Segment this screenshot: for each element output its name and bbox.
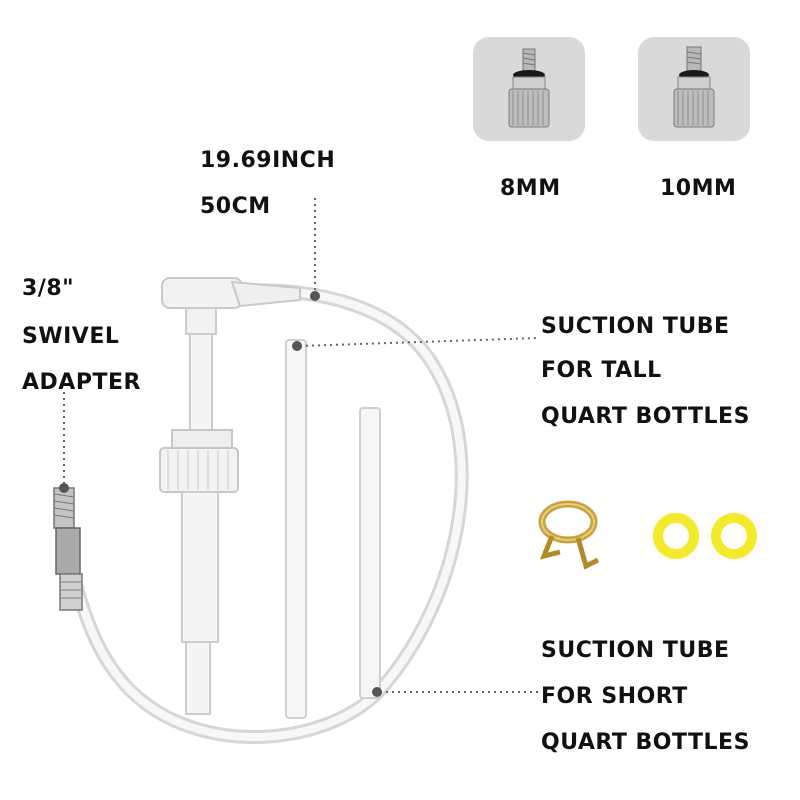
swivel-label-line3: ADAPTER xyxy=(22,370,141,395)
adapter-8mm-icon xyxy=(508,48,550,128)
tall-tube-label-line1: SUCTION TUBE xyxy=(541,314,730,339)
adapter-10mm-thumb xyxy=(638,37,750,141)
spring-clamp-icon xyxy=(538,500,600,570)
adapter-10mm-label: 10MM xyxy=(660,176,737,201)
tall-tube-label-line3: QUART BOTTLES xyxy=(541,404,750,429)
pump-icon xyxy=(159,277,301,715)
short-tube-label-line3: QUART BOTTLES xyxy=(541,730,750,755)
swivel-label-line1: 3/8" xyxy=(22,276,75,301)
adapter-8mm-thumb xyxy=(473,37,585,141)
length-inch-label: 19.69INCH xyxy=(200,148,336,173)
washer-ring-icon xyxy=(653,513,757,559)
tall-suction-tube-icon xyxy=(285,339,307,719)
short-tube-label-line2: FOR SHORT xyxy=(541,684,688,709)
short-suction-tube-icon xyxy=(359,407,381,699)
short-tube-label-line1: SUCTION TUBE xyxy=(541,638,730,663)
tall-tube-label-line2: FOR TALL xyxy=(541,358,662,383)
brass-adapter-icon xyxy=(53,487,83,611)
hose-icon xyxy=(65,283,469,744)
adapter-10mm-icon xyxy=(673,46,715,128)
adapter-8mm-label: 8MM xyxy=(500,176,561,201)
length-cm-label: 50CM xyxy=(200,194,271,219)
swivel-label-line2: SWIVEL xyxy=(22,324,120,349)
